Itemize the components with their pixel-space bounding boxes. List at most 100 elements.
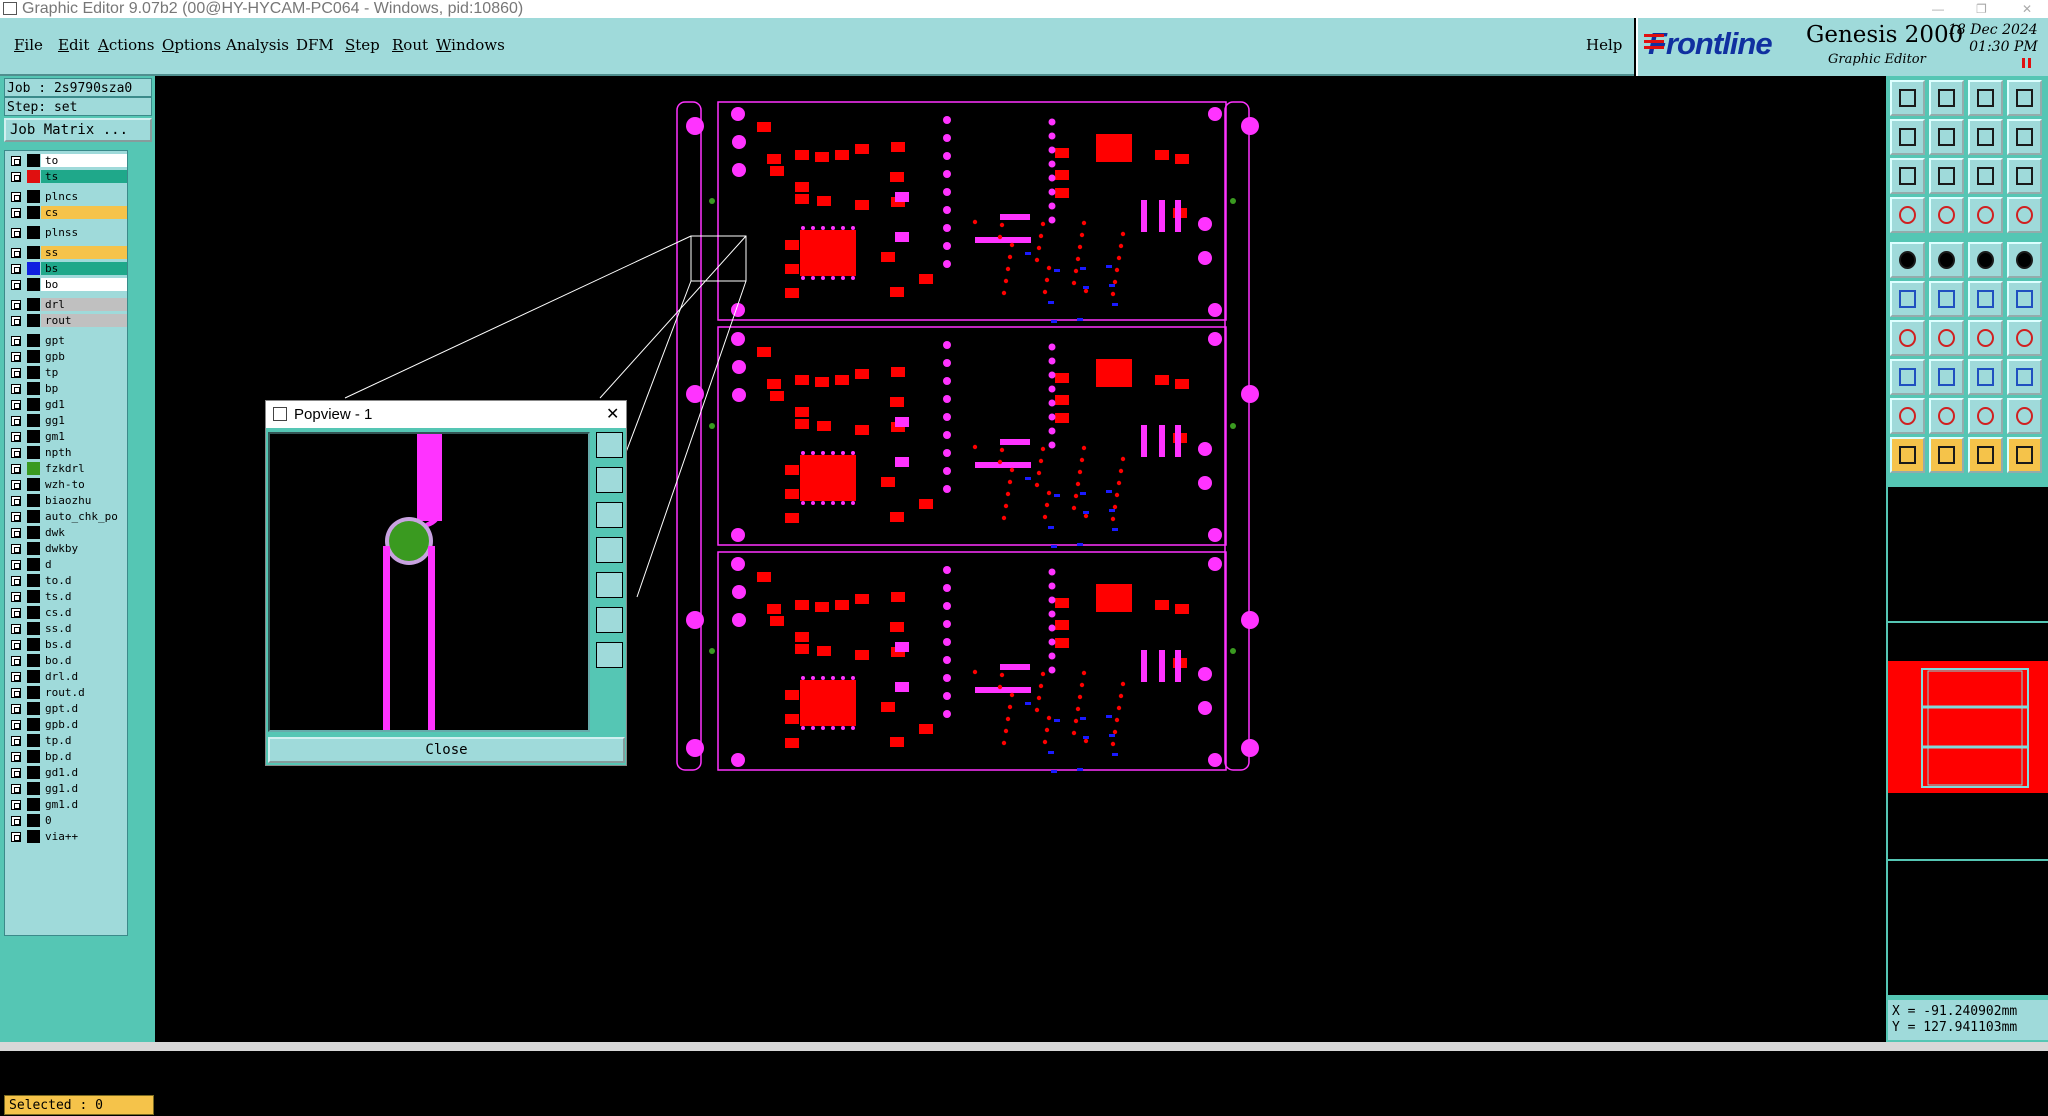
layer-color-swatch[interactable]: [27, 830, 40, 843]
layer-checkbox[interactable]: [11, 800, 21, 810]
layer-name[interactable]: bo: [41, 278, 127, 291]
restore-icon[interactable]: ❐: [1976, 2, 1987, 16]
layer-name[interactable]: to.d: [41, 574, 127, 587]
layer-row-ts-d[interactable]: ts.d: [5, 589, 129, 604]
layer-row-bs-d[interactable]: bs.d: [5, 637, 129, 652]
text-icon[interactable]: [2007, 320, 2042, 356]
layer-checkbox[interactable]: [11, 576, 21, 586]
layer-color-swatch[interactable]: [27, 638, 40, 651]
layer-name[interactable]: gpb.d: [41, 718, 127, 731]
layer-name[interactable]: biaozhu: [41, 494, 127, 507]
layer-checkbox[interactable]: [11, 592, 21, 602]
layer-color-swatch[interactable]: [27, 734, 40, 747]
layer-name[interactable]: ts.d: [41, 590, 127, 603]
layer-name[interactable]: npth: [41, 446, 127, 459]
popview-zoom-out-icon[interactable]: [596, 467, 623, 493]
layer-name[interactable]: ss: [41, 246, 127, 259]
layer-color-swatch[interactable]: [27, 278, 40, 291]
layer-color-swatch[interactable]: [27, 226, 40, 239]
layer-row-wzh-to[interactable]: wzh-to: [5, 477, 129, 492]
layer-name[interactable]: auto_chk_po: [41, 510, 127, 523]
layer-color-swatch[interactable]: [27, 718, 40, 731]
copy-icon[interactable]: [2007, 281, 2042, 317]
layer-color-swatch[interactable]: [27, 622, 40, 635]
popview-redraw-icon[interactable]: [596, 572, 623, 598]
layer-name[interactable]: gd1.d: [41, 766, 127, 779]
dash-icon[interactable]: [1929, 359, 1964, 395]
arc-icon[interactable]: [1968, 320, 2003, 356]
netlist-icon[interactable]: [2007, 197, 2042, 233]
layer-name[interactable]: d: [41, 558, 127, 571]
add-circle-icon[interactable]: [2007, 242, 2042, 278]
layer-color-swatch[interactable]: [27, 350, 40, 363]
layer-checkbox[interactable]: [11, 608, 21, 618]
menu-help[interactable]: Help: [1586, 36, 1623, 54]
overview-map[interactable]: [1888, 623, 2048, 859]
pause-icon[interactable]: [2022, 58, 2031, 68]
add-pad-icon[interactable]: [1890, 242, 1925, 278]
help-question-icon[interactable]: [2007, 158, 2042, 194]
layer-row-cs-d[interactable]: cs.d: [5, 605, 129, 620]
layer-color-swatch[interactable]: [27, 814, 40, 827]
layer-name[interactable]: plncs: [41, 190, 127, 203]
layer-name[interactable]: gpb: [41, 350, 127, 363]
layer-color-swatch[interactable]: [27, 478, 40, 491]
menu-file[interactable]: File: [14, 36, 43, 54]
panel-layout-icon[interactable]: [2007, 80, 2042, 116]
menu-dfm[interactable]: DFM: [296, 36, 334, 54]
layer-name[interactable]: gg1: [41, 414, 127, 427]
layer-name[interactable]: 0: [41, 814, 127, 827]
close-window-icon[interactable]: ✕: [2022, 2, 2033, 16]
layer-color-swatch[interactable]: [27, 262, 40, 275]
layer-name[interactable]: fzkdrl: [41, 462, 127, 475]
layer-row-ss-d[interactable]: ss.d: [5, 621, 129, 636]
layer-row-gpt[interactable]: gpt: [5, 333, 129, 348]
layer-name[interactable]: ss.d: [41, 622, 127, 635]
layer-color-swatch[interactable]: [27, 206, 40, 219]
layer-checkbox[interactable]: [11, 768, 21, 778]
layer-color-swatch[interactable]: [27, 590, 40, 603]
zoom-prev-icon[interactable]: [1890, 119, 1925, 155]
layer-checkbox[interactable]: [11, 512, 21, 522]
layer-name[interactable]: bp.d: [41, 750, 127, 763]
popview-zoom-in-icon[interactable]: [596, 432, 623, 458]
arrow-d-icon[interactable]: [2007, 398, 2042, 434]
menu-actions[interactable]: Actions: [98, 36, 155, 54]
add-line-icon[interactable]: [1929, 242, 1964, 278]
zoom-next-icon[interactable]: [1929, 119, 1964, 155]
layer-row-rout[interactable]: rout: [5, 313, 129, 328]
popview-fit-icon[interactable]: [596, 607, 623, 633]
layer-color-swatch[interactable]: [27, 414, 40, 427]
open-job-icon[interactable]: [1890, 80, 1925, 116]
layer-row-biaozhu[interactable]: biaozhu: [5, 493, 129, 508]
layer-row-via-[interactable]: via++: [5, 829, 129, 844]
layer-row-gm1-d[interactable]: gm1.d: [5, 797, 129, 812]
layer-name[interactable]: wzh-to: [41, 478, 127, 491]
layer-color-swatch[interactable]: [27, 510, 40, 523]
layer-row-bo[interactable]: bo: [5, 277, 129, 292]
layer-color-swatch[interactable]: [27, 246, 40, 259]
layer-row-gpb-d[interactable]: gpb.d: [5, 717, 129, 732]
popview-window[interactable]: Popview - 1 ✕ Close: [265, 400, 627, 766]
layer-row-dwkby[interactable]: dwkby: [5, 541, 129, 556]
layer-checkbox[interactable]: [11, 336, 21, 346]
layer-color-swatch[interactable]: [27, 654, 40, 667]
job-matrix-button[interactable]: Job Matrix ...: [4, 118, 152, 142]
pointer-icon[interactable]: [1890, 437, 1925, 473]
layer-row-cs[interactable]: cs: [5, 205, 129, 220]
resize-icon[interactable]: [2007, 359, 2042, 395]
menu-analysis[interactable]: Analysis: [226, 36, 289, 54]
popview-zoom-home-icon[interactable]: [596, 502, 623, 528]
layer-row-gd1[interactable]: gd1: [5, 397, 129, 412]
layer-color-swatch[interactable]: [27, 298, 40, 311]
snap-icon[interactable]: [1890, 197, 1925, 233]
menu-windows[interactable]: Windows: [436, 36, 505, 54]
pan-icon[interactable]: [1968, 119, 2003, 155]
select-feature-icon[interactable]: [1890, 281, 1925, 317]
zoom-area-icon[interactable]: [1929, 158, 1964, 194]
layer-row-drl-d[interactable]: drl.d: [5, 669, 129, 684]
popview-close-button[interactable]: Close: [268, 737, 625, 763]
layer-name[interactable]: tp.d: [41, 734, 127, 747]
layer-checkbox[interactable]: [11, 720, 21, 730]
layer-checkbox[interactable]: [11, 784, 21, 794]
